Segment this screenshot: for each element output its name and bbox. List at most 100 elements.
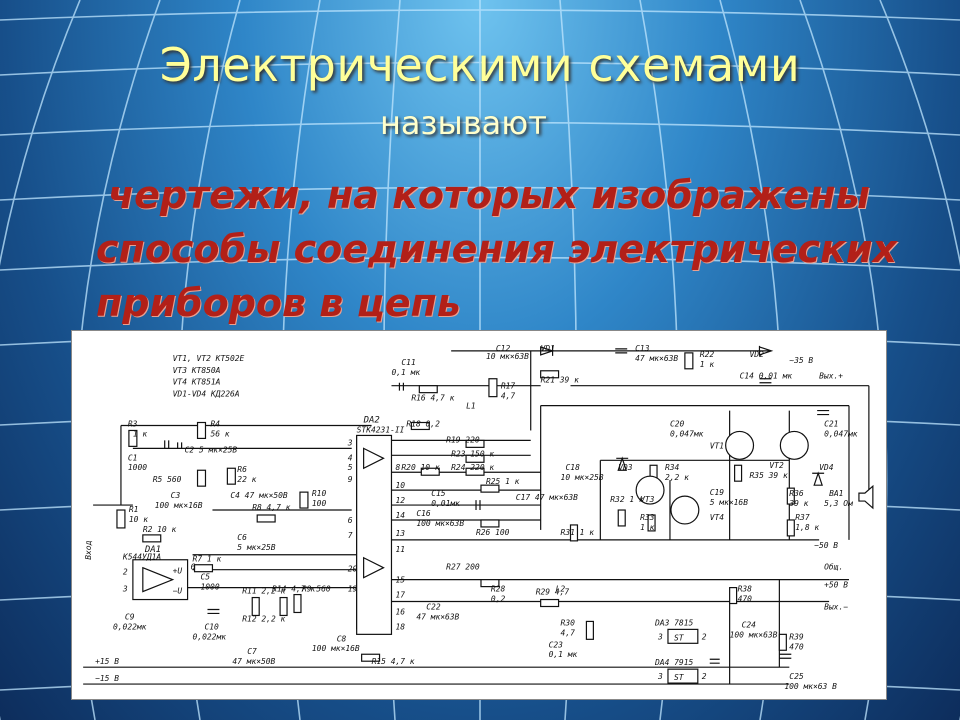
minus-u-label: −U xyxy=(173,587,183,596)
c13-value: 47 мк×63В xyxy=(635,354,678,363)
supply-minus50-label: −50 В xyxy=(814,541,838,550)
r35-label: R35 39 к xyxy=(750,471,788,480)
c21-label: C21 xyxy=(824,419,838,428)
c15-label: C15 xyxy=(431,489,446,498)
circuit-schematic: VT1, VT2 KT502E VT3 KT850A VT4 KT851A VD… xyxy=(83,344,874,691)
c8-value: 100 мк×16В xyxy=(312,644,360,653)
r20-label: R20 10 к xyxy=(401,463,439,472)
r5-label: R5 560 xyxy=(153,475,182,484)
capacitors xyxy=(164,348,830,664)
da2-label: DA2 xyxy=(363,416,380,426)
c14-label: C14 0,01 мк xyxy=(740,372,793,381)
r30-value: 4,7 xyxy=(561,628,576,637)
c5-label: C5 xyxy=(201,573,211,582)
pin-label: 7 xyxy=(348,531,353,540)
c12-label: C12 xyxy=(496,344,511,353)
r1-value: 10 к xyxy=(129,515,148,524)
l2-label: L2 xyxy=(556,585,566,594)
c4-label: C4 47 мк×50В xyxy=(230,491,288,500)
pin-label: 3 xyxy=(347,438,353,447)
r4-value: 56 к xyxy=(210,429,229,438)
c7-value: 47 мк×50В xyxy=(232,657,275,666)
c11-label: C11 xyxy=(401,358,415,367)
transistors xyxy=(635,430,809,525)
c22-value: 47 мк×63В xyxy=(416,612,459,621)
common-label: Общ. xyxy=(824,562,843,572)
pin-label: 5 xyxy=(348,463,353,472)
c18-label: C18 xyxy=(566,463,581,472)
da3-label: DA3 7815 xyxy=(654,618,693,627)
r36-label: R36 xyxy=(789,489,804,498)
opamp-triangle-icon xyxy=(142,566,175,593)
r27-label: R27 200 xyxy=(446,563,480,572)
r15-label: R15 4,7 к xyxy=(372,657,415,666)
r28-label: R28 xyxy=(491,585,506,594)
supply-plus50-label: +50 В xyxy=(824,581,848,590)
c19-label: C19 xyxy=(710,488,725,497)
ba1-label: BA1 xyxy=(829,489,843,498)
r29-label: R29 4,7 xyxy=(536,588,570,597)
c6-label: C6 xyxy=(237,533,247,542)
da1-part-label: K544УД1A xyxy=(122,553,161,562)
supply-35v-label: ~35 В xyxy=(789,356,813,365)
pin-label: 15 xyxy=(395,576,405,585)
vd2-label: VD2 xyxy=(750,350,765,359)
c25-value: 100 мк×63 В xyxy=(784,682,837,691)
transistor-icon xyxy=(670,495,700,525)
c9-label: C9 xyxy=(125,612,135,621)
r22-value: 1 к xyxy=(700,360,715,369)
parts-list-line: VT4 KT851A xyxy=(173,378,221,387)
regulator-label: ST xyxy=(674,673,685,682)
da2-chip xyxy=(356,434,393,635)
r1-label: R1 xyxy=(129,505,139,514)
c16-value: 100 мк×63В xyxy=(416,519,464,528)
c18-value: 10 мк×25В xyxy=(561,473,604,482)
r25-label: R25 1 к xyxy=(486,477,520,486)
vt1-label: VT1 xyxy=(710,441,724,450)
r6-label: R6 xyxy=(237,465,247,474)
speaker-icon xyxy=(858,484,874,510)
c19-value: 5 мк×16В xyxy=(710,498,748,507)
l1-label: L1 xyxy=(466,402,476,411)
r33-value: 1 к xyxy=(640,523,655,532)
c21-value: 0,047мк xyxy=(824,429,858,438)
supply-plus15-label: +15 В xyxy=(95,657,119,666)
c5-value: 1000 xyxy=(201,583,220,592)
output-plus-label: Вых.+ xyxy=(819,372,843,381)
slide-subtitle: называют xyxy=(380,104,547,142)
r6-value: 22 к xyxy=(237,475,256,484)
pin-label: 3 xyxy=(657,632,663,641)
r30-label: R30 xyxy=(561,618,576,627)
r34-label: R34 xyxy=(665,463,680,472)
circuit-schematic-image: VT1, VT2 KT502E VT3 KT850A VT4 KT851A VD… xyxy=(71,330,887,700)
output-minus-label: Вых.− xyxy=(824,602,848,611)
r38-label: R38 xyxy=(738,585,753,594)
pin-label: 19 xyxy=(348,585,358,594)
r10-label: R10 xyxy=(312,489,327,498)
pin-label: 16 xyxy=(395,607,405,616)
transistor-icon xyxy=(779,430,809,460)
vt4-label: VT4 xyxy=(710,513,725,522)
supply-minus15-label: −15 В xyxy=(95,674,119,683)
c2-label: C2 5 мк×25В xyxy=(185,445,238,454)
r2-label: R2 10 к xyxy=(143,525,177,534)
r39-label: R39 xyxy=(789,632,804,641)
pin-label: 20 xyxy=(348,565,358,574)
c1-label: C1 xyxy=(128,453,138,462)
ba1-value: 5,3 Ом xyxy=(824,499,853,508)
c7-label: C7 xyxy=(247,647,257,656)
pin-label: 12 xyxy=(395,496,405,505)
c3-label: C3 xyxy=(171,491,181,500)
r8-label: R8 4,7 к xyxy=(252,503,290,512)
c25-label: C25 xyxy=(789,672,804,681)
c23-value: 0,1 мк xyxy=(549,650,578,659)
r7-label: R7 1 к xyxy=(193,555,222,564)
c3-value: 100 мк×16В xyxy=(155,501,203,510)
da2-part-label: STK4231-II xyxy=(357,425,405,434)
c10-value: 0,022мк xyxy=(193,632,227,641)
r16-label: R16 4,7 к xyxy=(411,394,454,403)
definition-text: чертежи, на которых изображены способы с… xyxy=(96,168,916,330)
r19-label: R19 220 xyxy=(446,435,480,444)
da3-regulator xyxy=(667,628,699,644)
definition-line-2: способы соединения электрических xyxy=(96,227,897,271)
